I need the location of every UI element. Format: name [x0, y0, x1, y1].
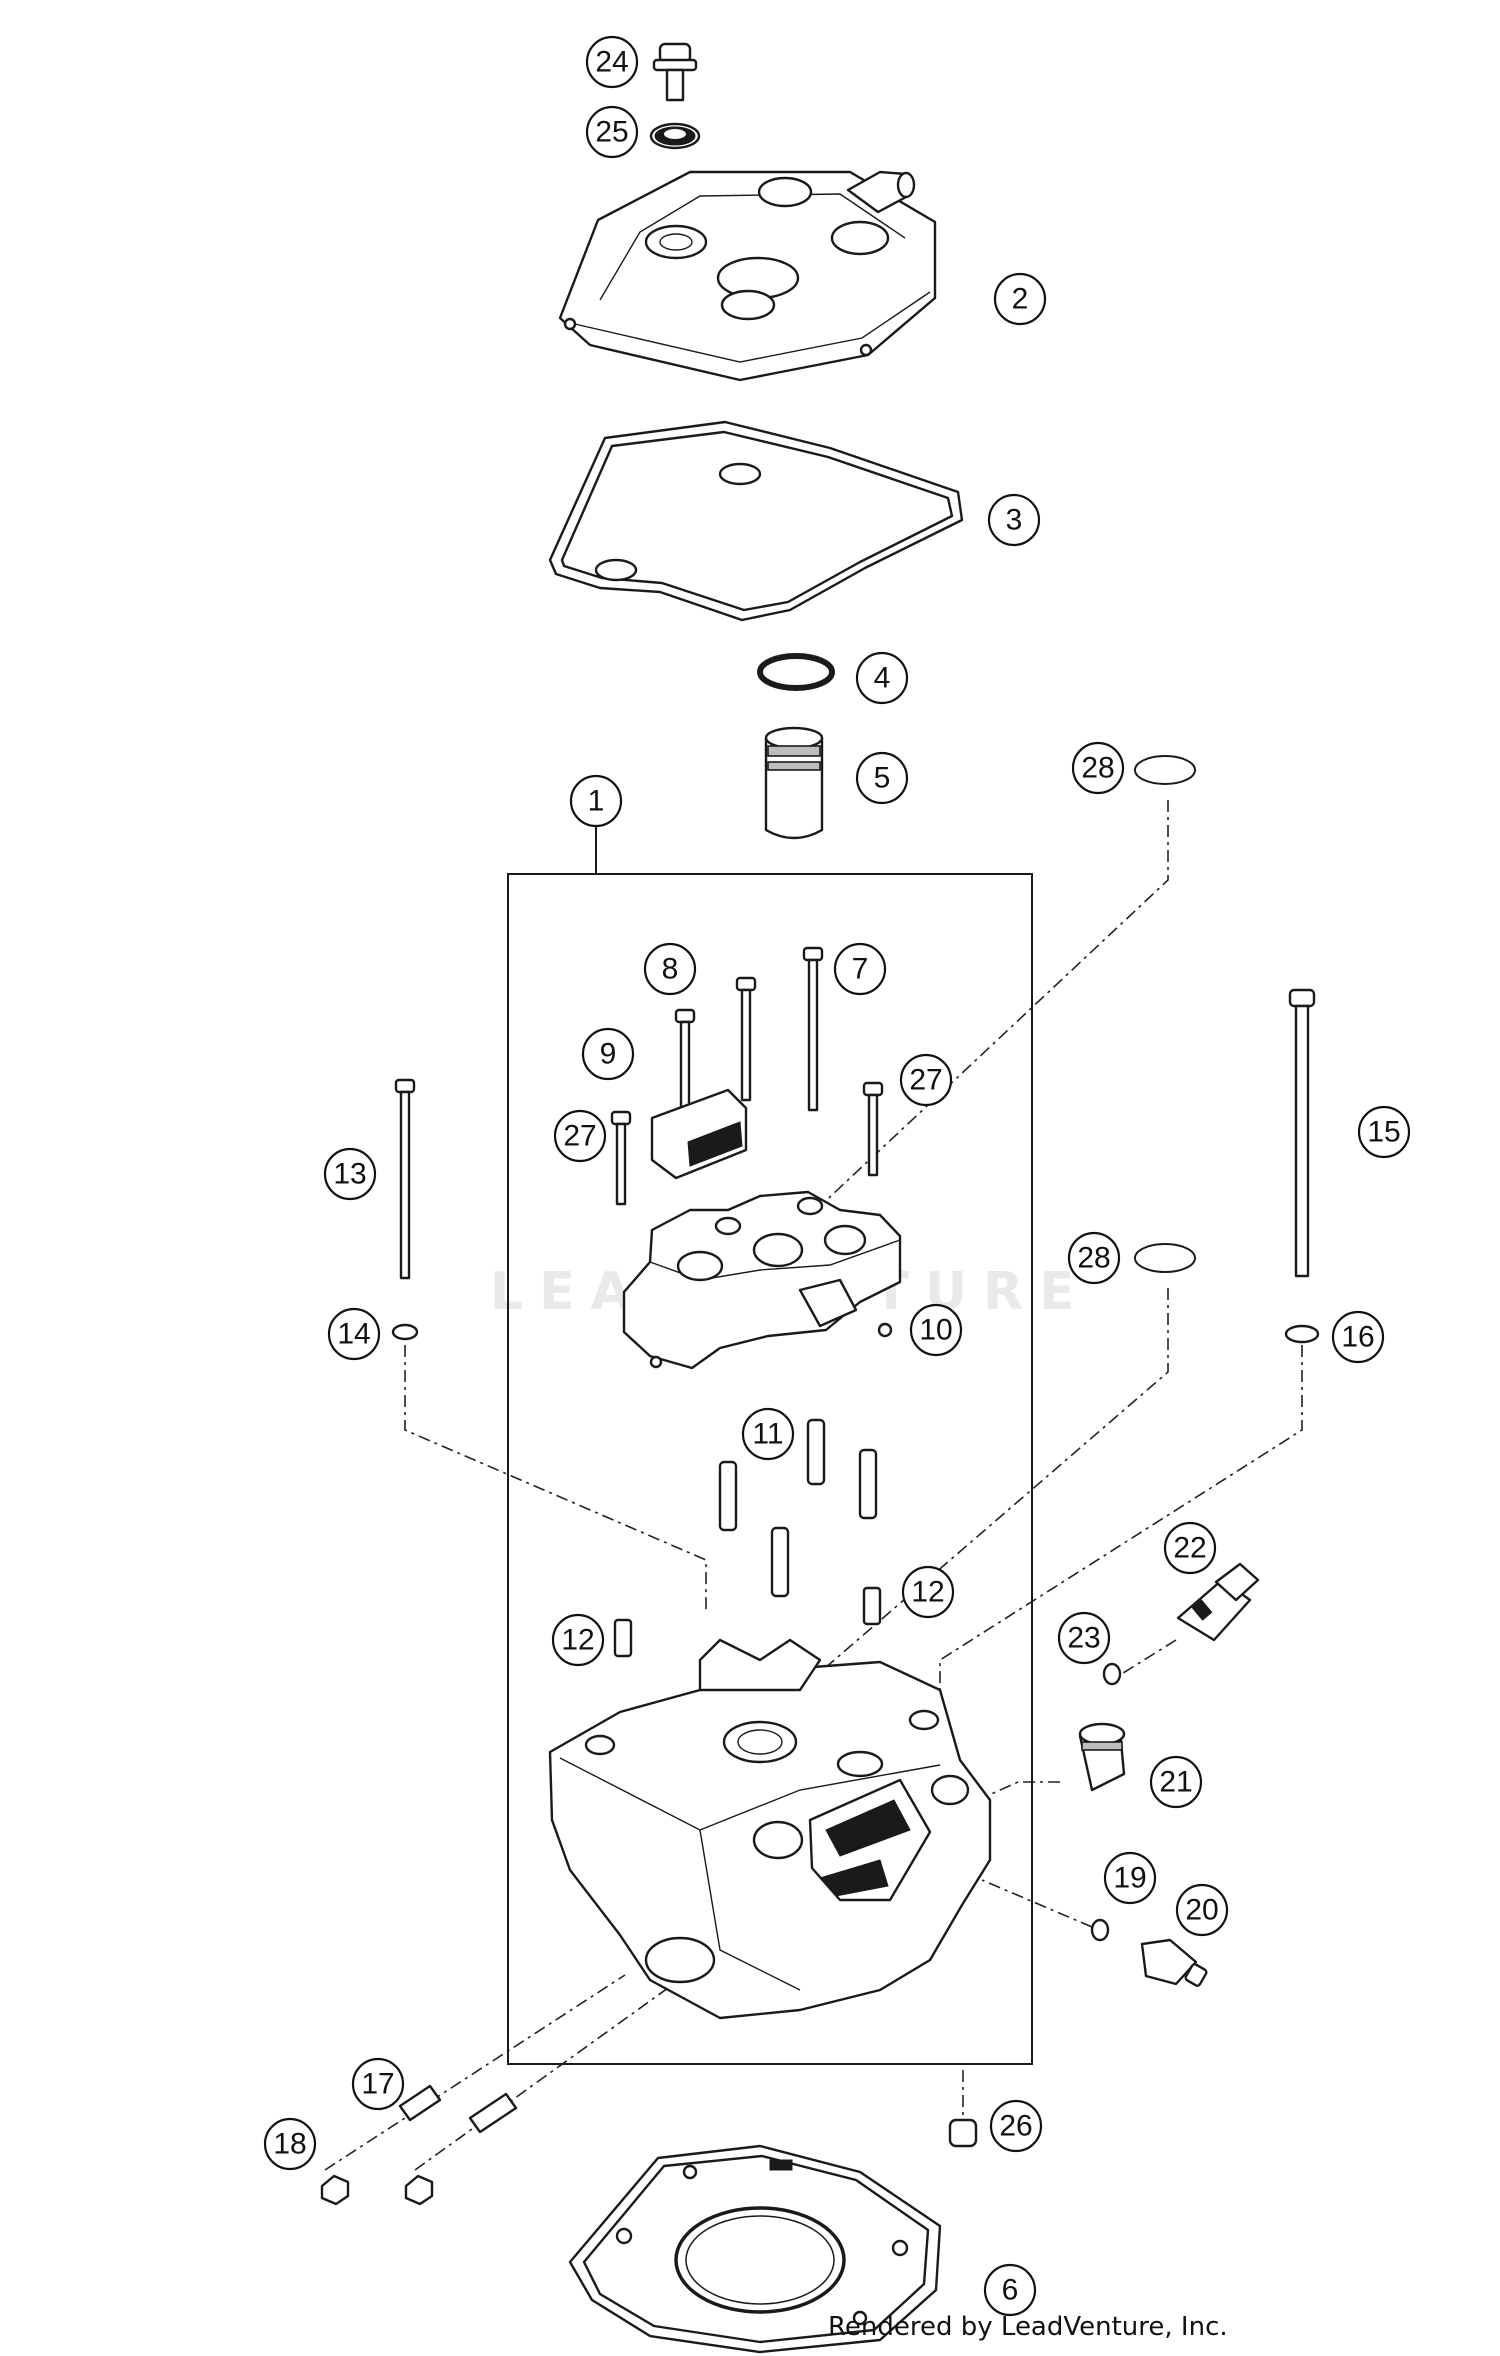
- callout-16: 16: [1331, 1310, 1385, 1364]
- callout-21: 21: [1149, 1755, 1203, 1809]
- part-26-plug: [948, 2118, 978, 2148]
- svg-text:20: 20: [1185, 1894, 1218, 1927]
- svg-text:25: 25: [595, 116, 628, 149]
- callout-7: 7: [833, 942, 887, 996]
- callout-15: 15: [1357, 1105, 1411, 1159]
- part-28-o-ring-upper: [1134, 755, 1196, 785]
- svg-text:21: 21: [1159, 1766, 1192, 1799]
- svg-text:28: 28: [1081, 752, 1114, 785]
- callout-12-right: 12: [901, 1565, 955, 1619]
- svg-text:24: 24: [595, 46, 628, 79]
- callout-25: 25: [585, 105, 639, 159]
- callout-8: 8: [643, 942, 697, 996]
- callout-27-left: 27: [553, 1109, 607, 1163]
- svg-text:13: 13: [333, 1158, 366, 1191]
- callout-19: 19: [1103, 1851, 1157, 1905]
- part-12-dowels: [613, 1586, 882, 1658]
- callout-3: 3: [987, 493, 1041, 547]
- svg-text:19: 19: [1113, 1862, 1146, 1895]
- svg-text:22: 22: [1173, 1532, 1206, 1565]
- callout-6: 6: [983, 2263, 1037, 2317]
- callout-10: 10: [909, 1303, 963, 1357]
- svg-text:15: 15: [1367, 1116, 1400, 1149]
- part-15-long-bolt: [1288, 988, 1316, 1278]
- part-3-cover-gasket: [548, 420, 964, 622]
- callout-1: 1: [569, 774, 623, 828]
- svg-text:14: 14: [337, 1318, 370, 1351]
- part-4-o-ring: [757, 653, 835, 691]
- svg-text:4: 4: [874, 662, 891, 695]
- svg-text:23: 23: [1067, 1622, 1100, 1655]
- part-24-bolt: [652, 42, 698, 102]
- part-25-washer: [649, 122, 701, 150]
- callout-28-lower: 28: [1067, 1231, 1121, 1285]
- callout-11: 11: [741, 1407, 795, 1461]
- svg-text:12: 12: [911, 1576, 944, 1609]
- callout-14: 14: [327, 1307, 381, 1361]
- svg-text:11: 11: [752, 1418, 783, 1451]
- part-2-valve-cover: [558, 170, 937, 382]
- part-5-plug-shaft: [764, 726, 824, 840]
- part-11-valve-guides: [718, 1418, 878, 1598]
- part-17-studs: [398, 2084, 518, 2134]
- part-9-guide-plate: [650, 1088, 748, 1180]
- callout-22: 22: [1163, 1521, 1217, 1575]
- svg-text:2: 2: [1012, 283, 1029, 316]
- callout-2: 2: [993, 272, 1047, 326]
- callout-9: 9: [581, 1027, 635, 1081]
- svg-text:27: 27: [563, 1120, 596, 1153]
- part-6-head-gasket: [568, 2144, 942, 2354]
- callout-20: 20: [1175, 1883, 1229, 1937]
- svg-text:1: 1: [588, 785, 605, 818]
- part-14-washer: [391, 1323, 419, 1341]
- svg-text:26: 26: [999, 2110, 1032, 2143]
- callout-13: 13: [323, 1147, 377, 1201]
- assembly-frame: [507, 873, 1033, 2065]
- svg-text:16: 16: [1341, 1321, 1374, 1354]
- render-credit: Rendered by LeadVenture, Inc.: [828, 2312, 1228, 2342]
- svg-text:7: 7: [852, 953, 869, 986]
- part-21-sleeve: [1078, 1722, 1126, 1792]
- part-18-nuts: [320, 2174, 434, 2206]
- svg-text:9: 9: [600, 1038, 617, 1071]
- svg-text:5: 5: [874, 762, 891, 795]
- part-23-washer: [1102, 1662, 1122, 1686]
- svg-text:28: 28: [1077, 1242, 1110, 1275]
- callout-12-left: 12: [551, 1613, 605, 1667]
- svg-text:17: 17: [361, 2068, 394, 2101]
- svg-text:27: 27: [909, 1064, 942, 1097]
- callout-17: 17: [351, 2057, 405, 2111]
- part-22-temp-sensor: [1176, 1562, 1260, 1642]
- callout-27-right: 27: [899, 1053, 953, 1107]
- part-28-o-ring-lower: [1134, 1243, 1196, 1273]
- callout-18: 18: [263, 2117, 317, 2171]
- svg-text:10: 10: [919, 1314, 952, 1347]
- callout-24: 24: [585, 35, 639, 89]
- callout-28-upper: 28: [1071, 741, 1125, 795]
- svg-text:12: 12: [561, 1624, 594, 1657]
- part-19-washer: [1090, 1918, 1110, 1942]
- part-7-8-27-screws: [610, 946, 884, 1206]
- callout-4: 4: [855, 651, 909, 705]
- callout-26: 26: [989, 2099, 1043, 2153]
- callout-23: 23: [1057, 1611, 1111, 1665]
- cylinder-head: [548, 1638, 992, 2020]
- part-20-sensor: [1140, 1938, 1208, 1987]
- svg-text:3: 3: [1006, 504, 1023, 537]
- part-16-washer: [1284, 1324, 1320, 1344]
- svg-text:8: 8: [662, 953, 679, 986]
- svg-text:18: 18: [273, 2128, 306, 2161]
- part-13-long-bolt: [394, 1078, 416, 1280]
- svg-text:6: 6: [1002, 2274, 1019, 2307]
- callout-5: 5: [855, 751, 909, 805]
- camshaft-carrier: [622, 1190, 902, 1370]
